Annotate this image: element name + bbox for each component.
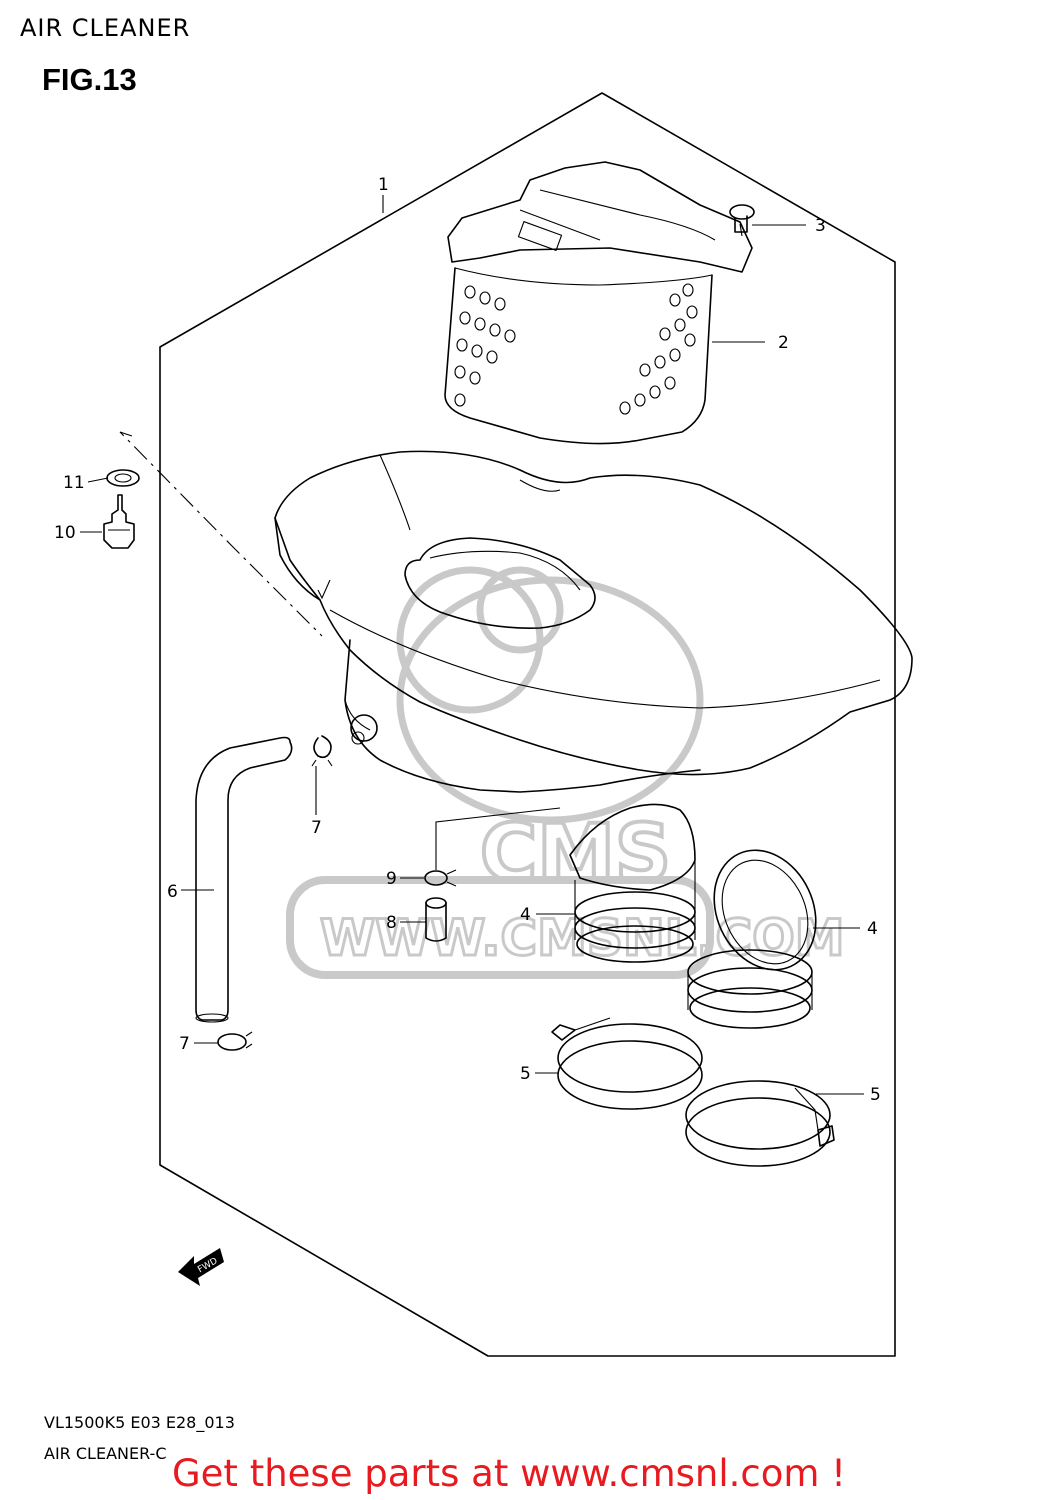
leader-lines [80,195,864,1095]
figure-label: FIG.13 [42,62,137,97]
callout-10: 10 [54,523,76,543]
callout-8: 8 [386,913,397,933]
hose-clip-lower [217,1031,253,1051]
watermark: CMS WWW.CMSNL.COM [286,566,846,979]
air-filter-element [444,161,753,445]
model-code: VL1500K5 E03 E28_013 [44,1413,235,1432]
callout-7-upper: 7 [311,818,322,838]
intake-sensor [103,494,135,549]
callout-9: 9 [386,869,397,889]
page-title: AIR CLEANER [20,14,191,42]
promo-link[interactable]: Get these parts at www.cmsnl.com ! [172,1452,847,1495]
hose-clip-upper [311,735,333,767]
callout-5-left: 5 [520,1064,531,1084]
air-cleaner-case [274,450,913,793]
spacer [425,897,447,942]
washer [106,469,140,487]
forward-arrow-label: FWD [196,1256,219,1275]
callout-4-right: 4 [867,919,878,939]
dashed-connector [119,431,323,637]
drain-hose [195,736,293,1023]
clip-9 [424,869,457,887]
callout-11: 11 [63,473,85,493]
callout-1: 1 [378,175,389,195]
callout-7-lower: 7 [179,1034,190,1054]
clamp-right [685,1080,835,1167]
callout-3: 3 [815,216,826,236]
diagram-code: AIR CLEANER-C [44,1444,167,1463]
intake-duct-left [569,803,696,963]
intake-duct-right [687,849,817,1029]
screw-part [729,204,755,237]
callout-5-right: 5 [870,1085,881,1105]
callout-4-left: 4 [520,905,531,925]
assembly-frame [159,92,896,1357]
forward-arrow-icon: FWD [178,1248,224,1286]
callout-2: 2 [778,333,789,353]
callout-6: 6 [167,882,178,902]
clamp-left [551,1017,703,1110]
